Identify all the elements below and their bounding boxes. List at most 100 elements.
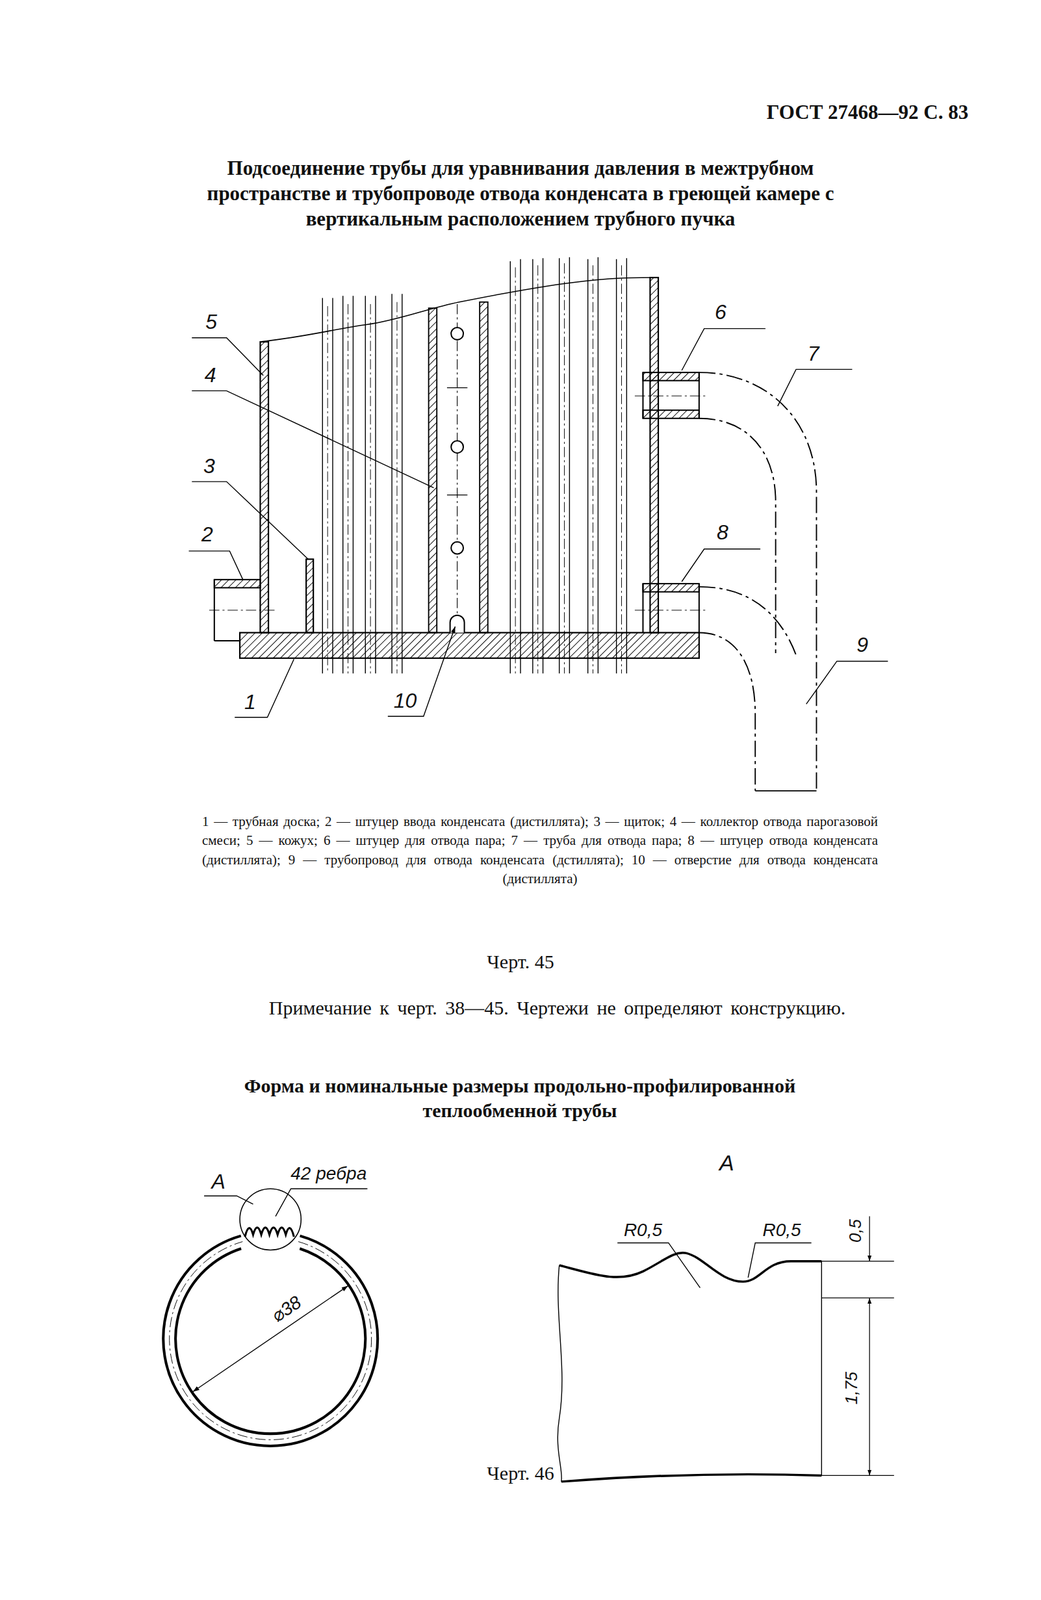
leader-lines <box>387 626 456 717</box>
tube-axes <box>537 265 539 674</box>
collector <box>456 304 458 619</box>
pipe-end <box>755 790 817 792</box>
rib-profile <box>821 1297 895 1299</box>
nozzles <box>642 410 699 419</box>
collector <box>447 387 468 388</box>
nozzles <box>642 372 644 419</box>
view-letter: А <box>719 1151 735 1176</box>
height-dimension: 1,75 <box>842 1371 862 1405</box>
shell-and-sheet <box>260 341 270 633</box>
tube-lines <box>342 295 344 674</box>
rib-profile <box>559 1252 823 1282</box>
collector <box>450 541 464 555</box>
leader-lines <box>191 337 264 376</box>
shell-and-sheet <box>239 277 700 659</box>
tube-axes <box>396 302 398 674</box>
tube-lines <box>332 297 333 674</box>
shell-and-sheet <box>649 277 659 633</box>
tube-section <box>163 1188 378 1446</box>
tube-section <box>192 1285 349 1392</box>
section-heading: Форма и номинальные размеры продольно-пр… <box>188 1073 852 1123</box>
collector <box>428 302 489 633</box>
nozzles <box>698 372 700 419</box>
tube-axes <box>515 267 516 674</box>
tube-lines <box>542 257 544 674</box>
leader-lines <box>191 390 434 488</box>
tube-section <box>169 1241 372 1440</box>
note: Примечание к черт. 38—45. Чертежи не опр… <box>269 996 847 1019</box>
pipes <box>699 372 817 791</box>
rib-profile <box>747 1242 811 1277</box>
diameter-dimension: ⌀38 <box>268 1292 306 1327</box>
tube-lines <box>365 295 366 674</box>
callout-number: 3 <box>203 454 216 478</box>
leader-lines <box>234 658 294 717</box>
tube-section <box>175 1248 366 1434</box>
tube-axes <box>621 265 622 674</box>
collector <box>447 494 468 496</box>
tube-axes <box>592 265 594 674</box>
callout-number: 1 <box>244 690 257 714</box>
callout-number: 2 <box>201 523 214 546</box>
shell-and-sheet <box>306 558 314 633</box>
rib-profile <box>557 1265 563 1482</box>
nozzles <box>214 640 240 642</box>
tube-lines <box>510 261 511 674</box>
pipes <box>699 632 756 791</box>
tube-section <box>163 1235 378 1446</box>
parts-legend: 1 — трубная доска; 2 — штуцер ввода конд… <box>202 812 878 889</box>
tube-axes <box>370 304 372 674</box>
tube-axes <box>327 306 329 674</box>
tube-lines <box>587 259 589 674</box>
leader-lines <box>806 660 889 704</box>
leader-lines <box>191 481 309 559</box>
figure-caption: Черт. 45 <box>486 950 554 973</box>
tube-lines <box>322 297 323 674</box>
leader-lines <box>681 328 766 371</box>
pipes <box>699 418 776 654</box>
figure-caption: Черт. 46 <box>486 1462 554 1484</box>
rib-profile <box>561 1474 822 1482</box>
tube-lines <box>391 293 392 674</box>
collector <box>450 615 465 633</box>
tube-section <box>244 1227 294 1237</box>
tube-lines <box>626 257 628 674</box>
tube-lines <box>374 295 376 674</box>
rib-count: 42 ребра <box>290 1163 367 1184</box>
tube-section <box>204 1195 253 1205</box>
tube-lines <box>322 257 627 674</box>
pipes <box>699 586 797 656</box>
callout-number: 7 <box>807 342 820 366</box>
tube-lines <box>597 257 599 674</box>
rib-profile <box>557 1216 895 1482</box>
pipes <box>699 372 817 791</box>
collector <box>450 440 464 453</box>
rib-profile <box>821 1260 895 1262</box>
tube-lines <box>558 257 560 674</box>
page-heading: Подсоединение трубы для уравнивания давл… <box>169 155 872 232</box>
nozzles <box>214 579 261 589</box>
nozzles <box>698 583 700 633</box>
nozzles <box>209 372 709 641</box>
leader-lines <box>777 369 853 407</box>
rib-profile <box>821 1261 823 1476</box>
height-dimension: 0,5 <box>846 1219 865 1243</box>
tube-axes <box>327 263 622 674</box>
rib-profile <box>821 1475 895 1476</box>
rib-profile <box>869 1297 871 1476</box>
callout-number: 10 <box>393 689 418 713</box>
tube-lines <box>532 259 533 674</box>
nozzles <box>642 583 644 633</box>
nozzles <box>642 583 699 592</box>
tube-axes <box>564 263 565 674</box>
collector <box>479 302 489 633</box>
tube-section <box>275 1188 368 1216</box>
leader-lines <box>189 551 244 580</box>
nozzles <box>634 609 709 611</box>
tube-lines <box>616 259 617 674</box>
radius-dimension: R0,5 <box>762 1219 801 1240</box>
radius-dimension: R0,5 <box>623 1219 663 1240</box>
tube-lines <box>519 259 521 674</box>
